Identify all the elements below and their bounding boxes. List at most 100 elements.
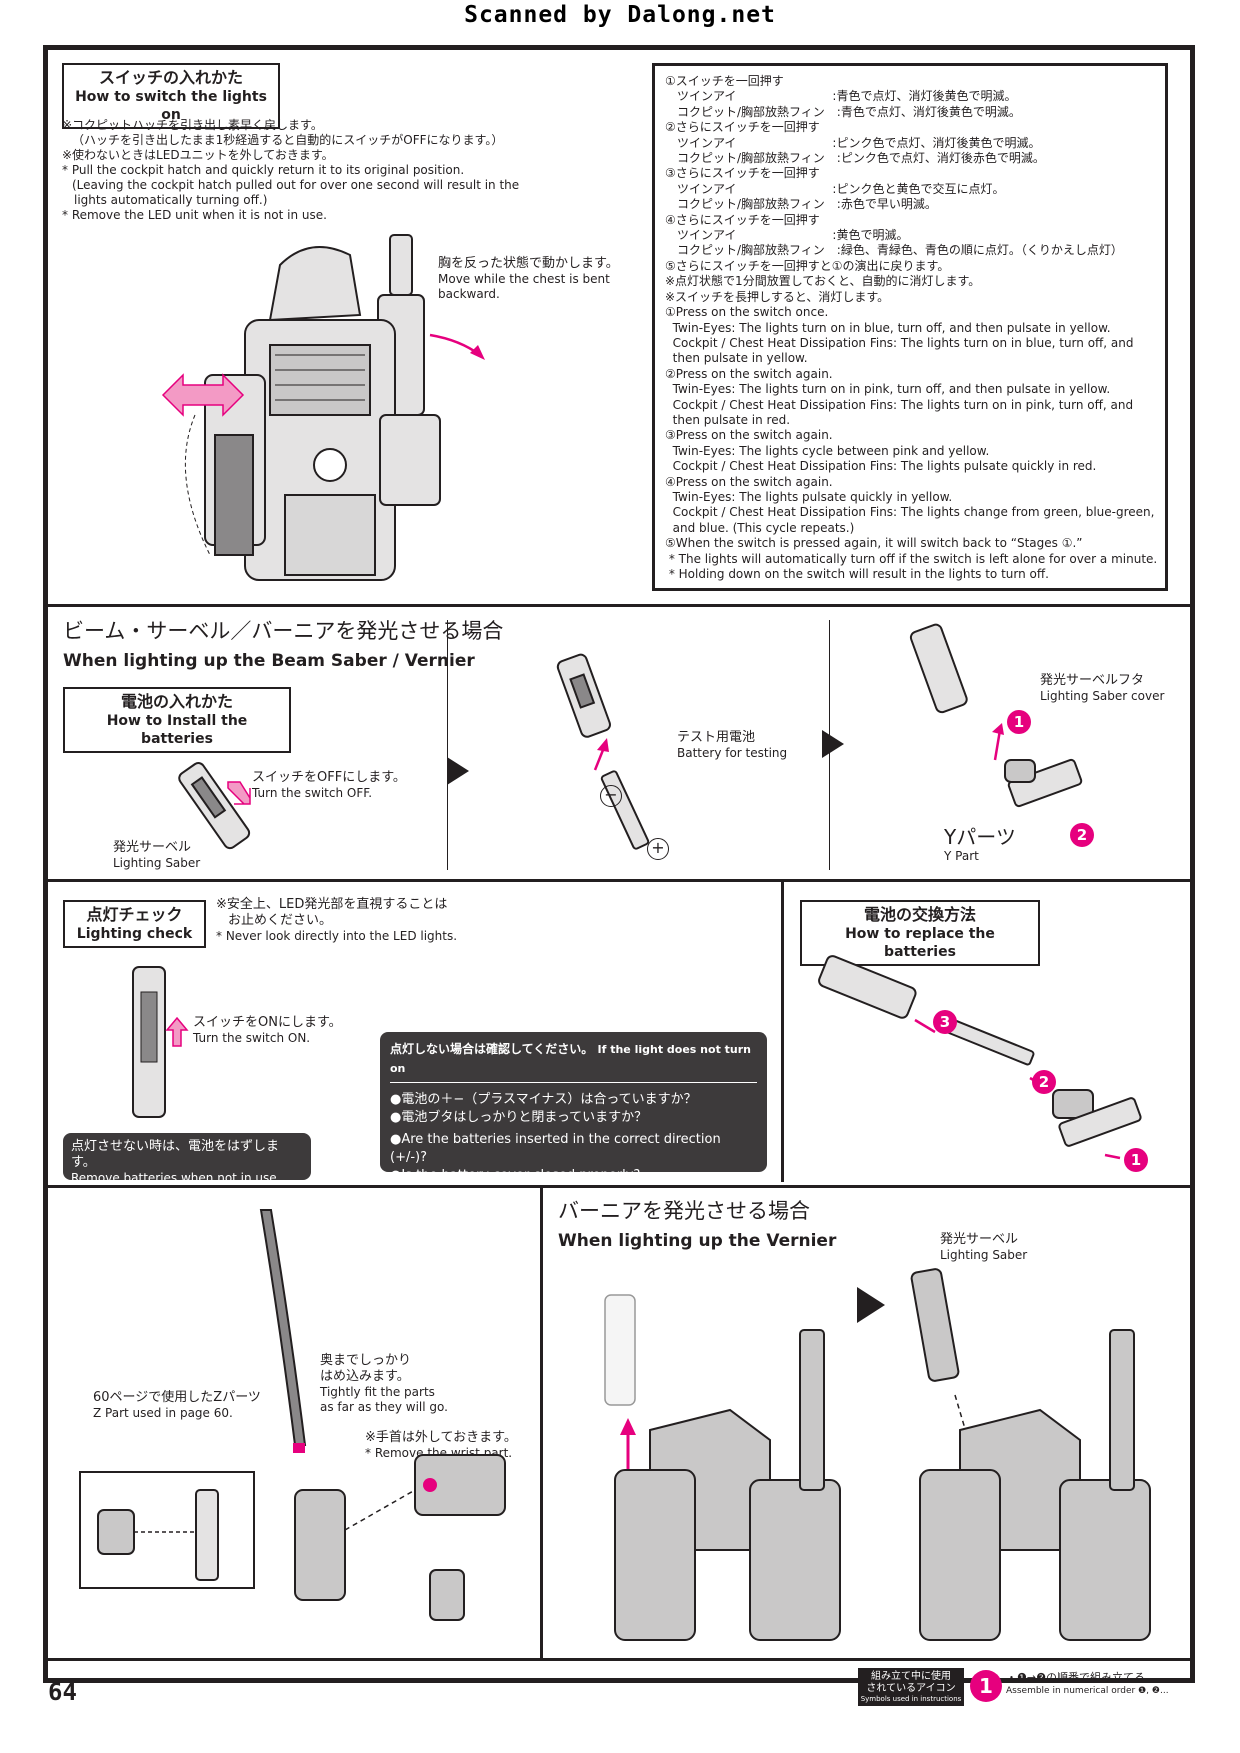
robot-bust-illustration [184, 234, 485, 581]
info-line: コクピット/胸部放熱フィン :ピンク色で点灯、消灯後赤色で明滅。 [665, 151, 1045, 166]
switch-off-jp: スイッチをOFFにします。 [252, 770, 406, 785]
switch-on-caption: スイッチをONにします。 Turn the switch ON. [193, 1015, 342, 1046]
divider-2 [46, 879, 1192, 882]
legend-text: ・❶→❷の順番で組み立てる Assemble in numerical orde… [1006, 1670, 1191, 1698]
wrist-caption-jp: ※手首は外しておきます。 [365, 1430, 517, 1445]
info-line: ツインアイ :黄色で明滅。 [665, 228, 909, 243]
switch-title-jp: スイッチの入れかた [98, 68, 243, 87]
switch-note-2: （ハッチを引き出したまま1秒経過すると自動的にスイッチがOFFになります。） [72, 133, 504, 147]
switch-off-arrow-icon [227, 781, 251, 805]
check-title-jp: 点灯チェック [86, 905, 183, 924]
replace-title-box: 電池の交換方法 How to replace the batteries [800, 900, 1040, 966]
page-frame [43, 45, 1195, 1683]
check-warning: ※安全上、LED発光部を直視することは お止めください。 * Never loo… [216, 897, 457, 944]
check-title-en: Lighting check [76, 926, 193, 942]
ypart-caption-en: Y Part [944, 849, 979, 863]
troubleshoot-divider [390, 1082, 757, 1083]
info-line: Cockpit / Chest Heat Dissipation Fins: T… [665, 505, 1155, 520]
forearm-assembly-illustration [294, 1454, 506, 1621]
replace-step-2-badge: 2 [1032, 1070, 1056, 1094]
divider-v3 [781, 880, 784, 1182]
cover-caption-en: Lighting Saber cover [1040, 689, 1165, 703]
info-line: ③Press on the switch again. [665, 428, 833, 443]
zpart-caption-en: Z Part used in page 60. [93, 1406, 233, 1420]
info-line: コクピット/胸部放熱フィン :青色で点灯、消灯後黄色で明滅。 [665, 104, 1021, 119]
info-line: Twin-Eyes: The lights turn on in blue, t… [665, 320, 1111, 335]
replace-title-en: How to replace the batteries [845, 926, 995, 960]
info-line: then pulsate in red. [665, 412, 791, 427]
switch-notes: ※コクピットハッチを引き出し素早く戻します。 （ハッチを引き出したまま1秒経過す… [62, 118, 602, 223]
vernier-saber-jp: 発光サーベル [940, 1232, 1019, 1247]
switch-sequence-box: ①スイッチを一回押す ツインアイ :青色で点灯、消灯後黄色で明滅。 コクピット/… [652, 63, 1168, 591]
test-battery-en: Battery for testing [677, 746, 788, 760]
switch-off-caption: スイッチをOFFにします。 Turn the switch OFF. [252, 770, 406, 801]
switch-on-jp: スイッチをONにします。 [193, 1015, 342, 1030]
saber-caption-en: Lighting Saber [113, 856, 201, 870]
info-line: ※点灯状態で1分間放置しておくと、自動的に消灯します。 [665, 274, 981, 289]
info-line: and blue. (This cycle repeats.) [665, 520, 855, 535]
switch-on-arrow-icon [165, 1016, 189, 1047]
troubleshoot-title-jp: 点灯しない場合は確認してください。 [390, 1042, 594, 1056]
switch-off-en: Turn the switch OFF. [252, 786, 373, 800]
replace-step-3-badge: 3 [933, 1010, 957, 1034]
beam-heading-en: When lighting up the Beam Saber / Vernie… [63, 651, 475, 671]
fit-caption-en-1: Tightly fit the parts [320, 1385, 435, 1399]
divider-v1 [447, 620, 448, 870]
page-number: 64 [48, 1678, 77, 1706]
divider-3 [46, 1185, 1192, 1188]
vernier-saber-caption: 発光サーベル Lighting Saber [940, 1232, 1027, 1263]
battery-title-box: 電池の入れかた How to Install the batteries [63, 687, 291, 753]
plus-icon: + [647, 838, 669, 860]
step-arrow-2 [822, 730, 844, 758]
check-warning-jp-2: お止めください。 [228, 913, 333, 928]
vernier-after-illustration [910, 1268, 1151, 1641]
legend-order-en: Assemble in numerical order ❶, ❷... [1006, 1686, 1169, 1696]
scan-banner: Scanned by Dalong.net [464, 2, 776, 28]
zpart-caption-jp: 60ページで使用したZパーツ [93, 1390, 261, 1405]
switch-title-en: How to switch the lights on [75, 89, 267, 123]
fit-caption-en-2: as far as they will go. [320, 1400, 448, 1414]
info-line: ①スイッチを一回押す [665, 74, 784, 88]
remove-note-en: Remove batteries when not in use. [71, 1171, 281, 1185]
troubleshoot-item-3: ●Are the batteries inserted in the corre… [390, 1132, 721, 1165]
step-2-badge: 2 [1070, 823, 1094, 847]
ypart-caption: Yパーツ Y Part [944, 825, 1016, 864]
info-line: Twin-Eyes: The lights pulsate quickly in… [665, 489, 953, 504]
legend-label-jp-2: されているアイコン [866, 1683, 956, 1694]
info-line: Twin-Eyes: The lights cycle between pink… [665, 443, 990, 458]
info-line: コクピット/胸部放熱フィン :緑色、青緑色、青色の順に点灯。（くりかえし点灯） [665, 243, 1123, 258]
switch-on-en: Turn the switch ON. [193, 1031, 311, 1045]
info-line: ツインアイ :青色で点灯、消灯後黄色で明滅。 [665, 89, 1017, 104]
info-line: コクピット/胸部放熱フィン :赤色で早い明滅。 [665, 197, 937, 212]
chest-caption-en-2: backward. [438, 287, 500, 301]
chest-caption-en-1: Move while the chest is bent [438, 272, 610, 286]
info-line: ④さらにスイッチを一回押す [665, 212, 820, 227]
info-line: Cockpit / Chest Heat Dissipation Fins: T… [665, 397, 1134, 412]
replace-step-1-badge: 1 [1124, 1148, 1148, 1172]
troubleshoot-item-4: ●Is the battery cover closed properly? [390, 1168, 641, 1183]
step-1-badge: 1 [1007, 710, 1031, 734]
divider-4 [46, 1658, 1192, 1661]
battery-title-en: How to Install the batteries [106, 713, 248, 747]
switch-note-4: * Pull the cockpit hatch and quickly ret… [62, 163, 465, 177]
troubleshoot-item-2: ●電池ブタはしっかりと閉まっていますか？ [390, 1110, 648, 1125]
test-battery-jp: テスト用電池 [677, 730, 756, 745]
switch-note-7: * Remove the LED unit when it is not in … [62, 208, 327, 222]
vernier-step-arrow [857, 1287, 885, 1323]
legend-step-icon: 1 [970, 1670, 1002, 1702]
ypart-caption-jp: Yパーツ [944, 825, 1016, 849]
battery-insert-illustration [556, 653, 650, 850]
zpart-detail-callout [79, 1471, 255, 1589]
cover-caption: 発光サーベルフタ Lighting Saber cover [1040, 673, 1164, 704]
saber-caption: 発光サーベル Lighting Saber [113, 840, 200, 871]
troubleshoot-item-1: ●電池の＋−（プラスマイナス）は合っていますか？ [390, 1092, 697, 1107]
check-warning-en: * Never look directly into the LED light… [216, 929, 458, 943]
info-line: Cockpit / Chest Heat Dissipation Fins: T… [665, 459, 1097, 474]
info-line: * Holding down on the switch will result… [665, 567, 1049, 581]
chest-caption: 胸を反った状態で動かします。 Move while the chest is b… [438, 256, 638, 302]
troubleshoot-box: 点灯しない場合は確認してください。 If the light does not … [380, 1032, 767, 1183]
fit-caption-jp-1: 奥までしっかり [320, 1353, 412, 1368]
info-line: ツインアイ :ピンク色で点灯、消灯後黄色で明滅。 [665, 135, 1041, 150]
switch-title-box: スイッチの入れかた How to switch the lights on [62, 63, 280, 129]
vernier-saber-en: Lighting Saber [940, 1248, 1028, 1262]
